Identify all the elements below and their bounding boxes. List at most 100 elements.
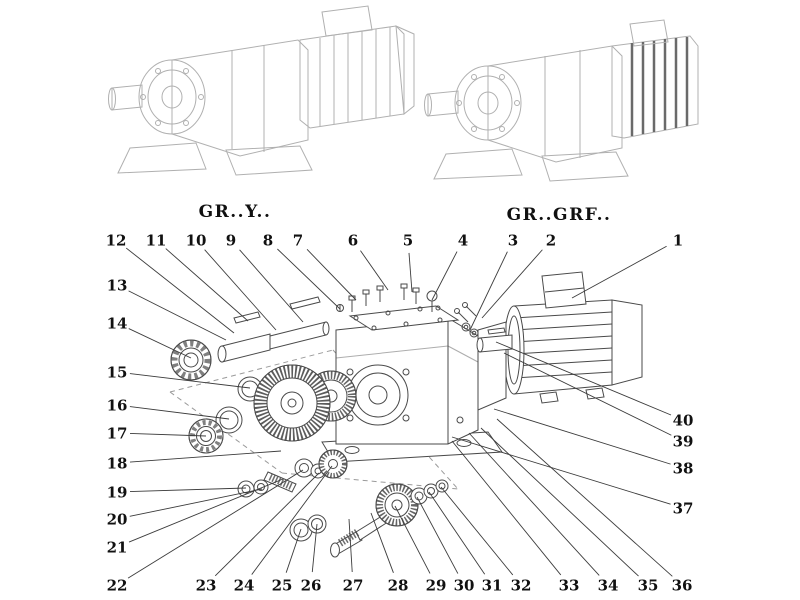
fan-cowl: [611, 299, 643, 386]
leader-line-28: [370, 512, 394, 573]
leader-line-29: [394, 505, 431, 574]
callout-label-24: 24: [234, 577, 255, 595]
callout-label-22: 22: [107, 577, 128, 595]
input-shaft-assembly: [217, 296, 330, 363]
leader-line-30: [416, 496, 459, 574]
pinion-21: [263, 471, 297, 493]
leader-line-12: [125, 247, 235, 334]
leader-line-21: [128, 478, 284, 543]
callout-label-21: 21: [107, 539, 128, 557]
flange-bolts-washers: [454, 302, 479, 338]
fan-cowl: [395, 25, 415, 115]
terminal-box: [629, 19, 669, 47]
callout-label-30: 30: [454, 577, 475, 595]
leader-line-16: [129, 406, 230, 420]
leader-line-22: [127, 469, 304, 579]
leader-line-5: [408, 252, 413, 293]
callout-label-12: 12: [106, 232, 127, 250]
leader-line-23: [214, 472, 320, 577]
leader-line-35: [480, 427, 639, 577]
callout-label-40: 40: [673, 412, 694, 430]
callout-label-4: 4: [458, 232, 468, 250]
leader-line-38: [493, 408, 671, 465]
leader-line-33: [451, 440, 562, 576]
callout-label-23: 23: [196, 577, 217, 595]
shaft-key: [487, 327, 506, 335]
leader-line-17: [129, 432, 207, 437]
bearing-14: [170, 339, 212, 381]
callout-label-10: 10: [186, 232, 207, 250]
motor-foot: [585, 387, 605, 400]
leader-line-34: [468, 432, 600, 576]
leader-line-19: [129, 487, 247, 493]
callout-label-14: 14: [107, 315, 128, 333]
leader-line-31: [428, 491, 486, 575]
rings-25-26: [289, 514, 327, 542]
leader-line-14: [128, 328, 192, 359]
leader-line-9: [239, 249, 304, 323]
foot: [433, 148, 523, 180]
overview-right-drawing: [424, 19, 699, 182]
callout-label-38: 38: [673, 460, 694, 478]
callout-label-1: 1: [673, 232, 683, 250]
callout-label-33: 33: [559, 577, 580, 595]
leader-line-25: [285, 528, 302, 573]
callout-label-25: 25: [272, 577, 293, 595]
callout-label-35: 35: [638, 577, 659, 595]
motor-foot: [539, 391, 559, 404]
leader-line-15: [129, 373, 251, 389]
callout-label-28: 28: [388, 577, 409, 595]
gearbox-body: [487, 45, 623, 163]
compact-motor-body: [611, 35, 699, 139]
output-shaft: [427, 90, 459, 117]
callout-label-19: 19: [107, 484, 128, 502]
main-gear-18: [253, 364, 331, 442]
callout-label-31: 31: [482, 577, 503, 595]
foot: [541, 151, 629, 182]
callout-label-20: 20: [107, 511, 128, 529]
leader-line-13: [128, 290, 227, 341]
front-cover: [138, 59, 206, 135]
callout-label-32: 32: [511, 577, 532, 595]
leader-line-37: [451, 436, 671, 505]
leader-line-24: [251, 465, 333, 575]
callout-label-39: 39: [673, 433, 694, 451]
leader-line-20: [129, 488, 263, 517]
drain-plug: [456, 416, 464, 424]
callout-label-8: 8: [263, 232, 273, 250]
leader-line-10: [204, 249, 277, 331]
terminal-box: [321, 5, 373, 37]
callout-label-6: 6: [348, 232, 358, 250]
callout-label-18: 18: [107, 455, 128, 473]
callout-label-9: 9: [226, 232, 236, 250]
foot: [117, 142, 207, 174]
callout-label-36: 36: [672, 577, 693, 595]
variant-title-gr-grf: GR..GRF..: [506, 205, 612, 225]
callout-label-27: 27: [343, 577, 364, 595]
overview-left-drawing: [108, 5, 415, 176]
callout-label-3: 3: [508, 232, 518, 250]
leader-line-32: [440, 486, 514, 576]
leader-line-8: [277, 248, 341, 310]
gear-29: [375, 483, 419, 527]
leader-line-11: [165, 248, 249, 322]
gearbox-body: [171, 39, 309, 157]
callout-label-34: 34: [598, 577, 619, 595]
motor-body: [299, 25, 405, 129]
callout-label-37: 37: [673, 500, 694, 518]
callout-label-16: 16: [107, 397, 128, 415]
inspection-cover: [348, 305, 460, 331]
leader-line-40: [495, 341, 672, 416]
variant-title-gr-y: GR..Y..: [198, 202, 272, 222]
front-cover: [454, 65, 522, 141]
output-shaft: [111, 84, 143, 111]
leader-line-2: [481, 249, 543, 319]
callout-label-29: 29: [426, 577, 447, 595]
leader-line-39: [503, 352, 672, 436]
leader-line-3: [469, 251, 508, 331]
ring-16: [215, 406, 243, 434]
callout-label-26: 26: [301, 577, 322, 595]
motor-flange: [503, 305, 525, 395]
